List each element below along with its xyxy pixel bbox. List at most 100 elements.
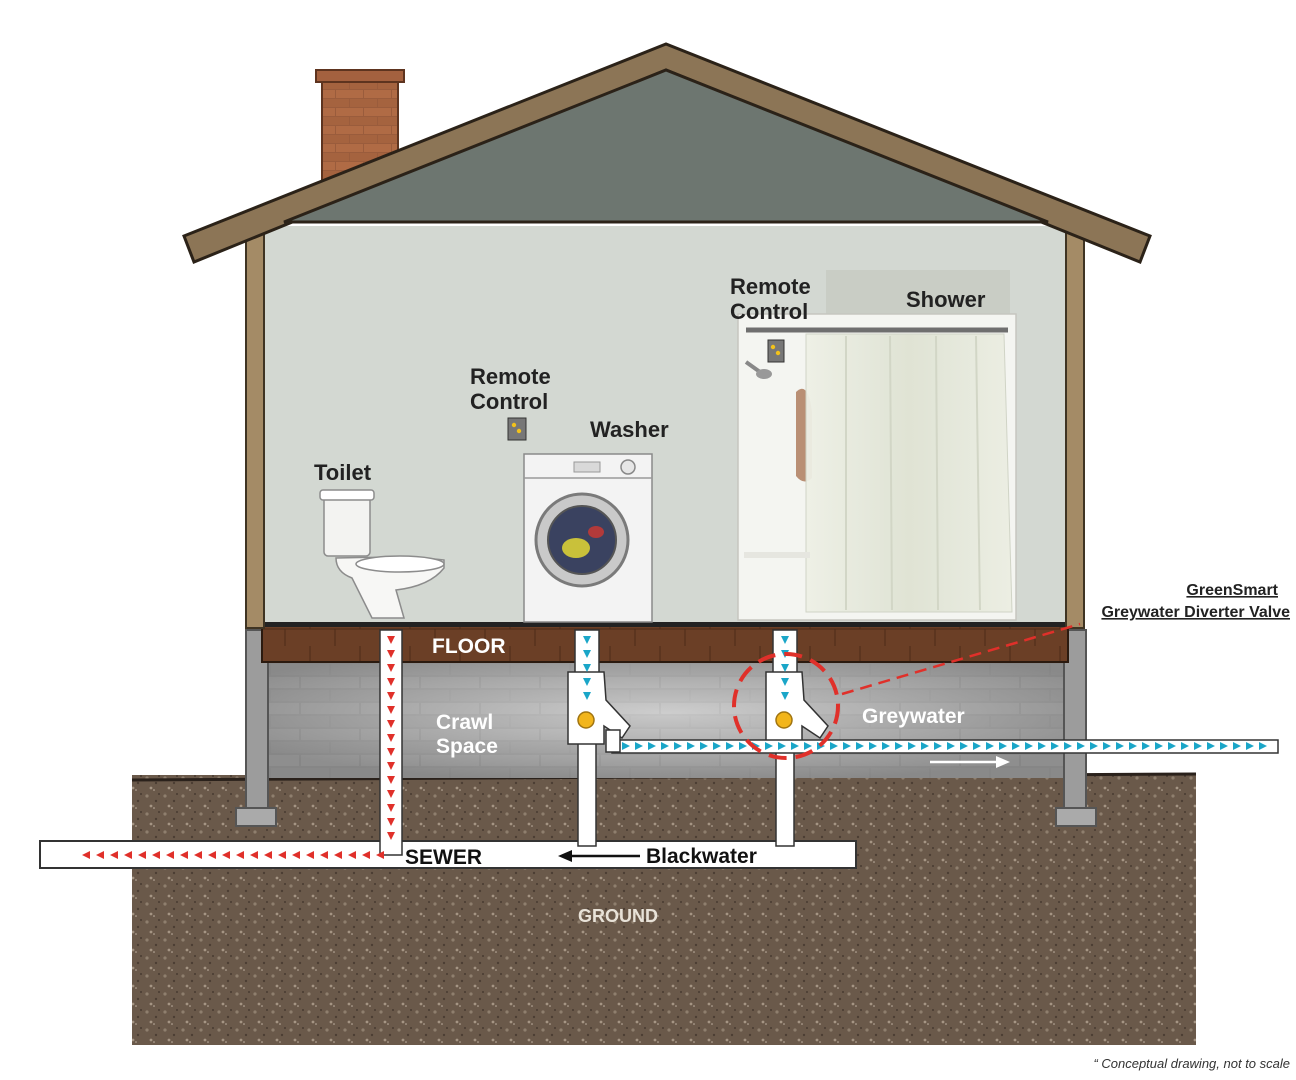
blackwater-flow-arrows	[82, 636, 395, 859]
greywater-arrow	[895, 742, 903, 750]
blackwater-arrow	[82, 851, 90, 859]
blackwater-arrow	[96, 851, 104, 859]
blackwater-arrow	[387, 706, 395, 714]
greywater-arrow	[1025, 742, 1033, 750]
greywater-pipe	[611, 739, 1279, 754]
greywater-arrow	[1038, 742, 1046, 750]
remote-control-shower[interactable]	[767, 339, 785, 363]
right-wall	[1065, 225, 1085, 629]
greywater-arrow	[765, 742, 773, 750]
greywater-arrow	[781, 664, 789, 672]
blackwater-arrow	[387, 720, 395, 728]
roof	[182, 42, 1152, 264]
blackwater-arrow	[387, 650, 395, 658]
greywater-arrow	[583, 664, 591, 672]
blackwater-arrow	[292, 851, 300, 859]
toilet-label: Toilet	[314, 460, 372, 485]
greywater-arrow	[648, 742, 656, 750]
greywater-arrow	[713, 742, 721, 750]
blackwater-arrow	[180, 851, 188, 859]
greywater-flow-arrows	[583, 636, 1267, 750]
crawl-space-label-1: Crawl	[436, 711, 493, 734]
washer-fixture	[523, 453, 653, 623]
valve-label-1: GreenSmart	[1186, 582, 1278, 599]
remote-control-shower-label-1: Remote	[730, 274, 811, 299]
blackwater-label: Blackwater	[646, 845, 757, 868]
blackwater-arrow	[348, 851, 356, 859]
greywater-arrow	[1207, 742, 1215, 750]
blackwater-arrow	[264, 851, 272, 859]
valve-label-2: Greywater Diverter Valve	[1101, 604, 1290, 621]
greywater-arrow	[999, 742, 1007, 750]
greywater-arrow	[661, 742, 669, 750]
greywater-arrow	[1168, 742, 1176, 750]
shower-valve-knob[interactable]	[775, 711, 793, 729]
greywater-pipe-elbow	[605, 729, 621, 753]
greywater-arrow	[791, 742, 799, 750]
blackwater-arrow	[387, 804, 395, 812]
crawl-space-label-2: Space	[436, 735, 498, 758]
greywater-arrow	[1155, 742, 1163, 750]
greywater-arrow	[986, 742, 994, 750]
blackwater-arrow	[222, 851, 230, 859]
chimney-cap	[315, 69, 405, 83]
greywater-arrow	[635, 742, 643, 750]
remote-control-washer-label-2: Control	[470, 389, 548, 414]
attic-gable	[283, 68, 1049, 224]
blackwater-arrow	[152, 851, 160, 859]
washer-valve-knob[interactable]	[577, 711, 595, 729]
blackwater-arrow	[208, 851, 216, 859]
blackwater-arrow	[166, 851, 174, 859]
greywater-arrow	[781, 692, 789, 700]
greywater-arrow	[583, 678, 591, 686]
valve-leader-line	[841, 622, 1081, 696]
left-pier-foot	[235, 807, 277, 827]
blackwater-direction-arrow	[558, 850, 640, 862]
greywater-arrow	[583, 692, 591, 700]
greywater-arrow	[869, 742, 877, 750]
greywater-direction-arrow	[930, 756, 1010, 768]
greywater-arrow	[1090, 742, 1098, 750]
blackwater-arrow	[387, 818, 395, 826]
greywater-arrow	[1194, 742, 1202, 750]
greywater-arrow	[739, 742, 747, 750]
greywater-arrow	[973, 742, 981, 750]
greywater-arrow	[1064, 742, 1072, 750]
washer-label: Washer	[590, 417, 669, 442]
blackwater-arrow	[387, 748, 395, 756]
greywater-arrow	[1259, 742, 1267, 750]
shower-fixture	[737, 270, 1017, 621]
blackwater-arrow	[250, 851, 258, 859]
greywater-arrow	[1220, 742, 1228, 750]
greywater-arrow	[781, 636, 789, 644]
sewer-label: SEWER	[405, 846, 482, 869]
remote-control-shower-label-2: Control	[730, 299, 808, 324]
greywater-arrow	[947, 742, 955, 750]
blackwater-arrow	[387, 790, 395, 798]
blackwater-arrow	[194, 851, 202, 859]
greywater-arrow	[583, 636, 591, 644]
greywater-arrow	[1116, 742, 1124, 750]
toilet-fixture	[319, 489, 445, 619]
blackwater-arrow	[387, 678, 395, 686]
blackwater-arrow	[236, 851, 244, 859]
footnote: “ Conceptual drawing, not to scale	[1093, 1056, 1290, 1071]
toilet-drain-pipe	[379, 629, 403, 856]
greywater-arrow	[726, 742, 734, 750]
ground-label: GROUND	[578, 906, 658, 926]
left-wall	[245, 225, 265, 629]
ground-block	[132, 775, 1196, 1045]
remote-control-washer[interactable]	[507, 417, 527, 441]
greywater-arrow	[843, 742, 851, 750]
greywater-arrow	[1051, 742, 1059, 750]
greywater-arrow	[781, 678, 789, 686]
greywater-arrow	[1142, 742, 1150, 750]
greywater-arrow	[1181, 742, 1189, 750]
right-pier-foot	[1055, 807, 1097, 827]
blackwater-arrow	[110, 851, 118, 859]
greywater-arrow	[674, 742, 682, 750]
blackwater-arrow	[124, 851, 132, 859]
greywater-arrow	[856, 742, 864, 750]
